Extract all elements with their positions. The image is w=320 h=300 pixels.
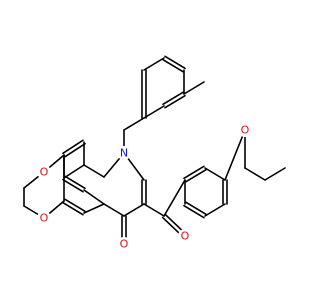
double-bond-line: [64, 175, 86, 190]
double-bond-line: [164, 94, 186, 109]
single-bond-line: [183, 81, 205, 95]
molecule-structure: N O O O O O: [23, 55, 286, 251]
single-bond-line: [163, 179, 186, 217]
double-bond-line: [185, 168, 207, 183]
double-bond-line: [64, 198, 86, 213]
atom-o-ether: O: [238, 123, 252, 137]
single-bond-line: [83, 189, 105, 205]
single-bond-line: [103, 203, 125, 217]
single-bond-line: [244, 167, 266, 181]
atom-o-ketone: O: [117, 237, 131, 251]
double-bond-line: [62, 139, 84, 155]
double-bond-line: [62, 178, 84, 193]
double-bond-line: [164, 55, 186, 70]
single-bond-line: [264, 167, 286, 181]
atom-label-o-carbonyl: O: [181, 230, 190, 243]
atom-o-ring2: O: [37, 211, 51, 225]
single-bond-line: [83, 203, 105, 214]
atom-label-o-ring2: O: [40, 212, 49, 225]
single-bond-line: [83, 164, 105, 178]
atom-label-o-ketone: O: [120, 238, 129, 251]
single-bond-line: [63, 164, 85, 179]
atom-o-ring1: O: [37, 165, 51, 179]
single-bond-line: [123, 117, 145, 131]
double-bond-line: [183, 204, 205, 219]
single-bond-line: [143, 105, 165, 119]
bond-layer: [23, 55, 286, 245]
single-bond-line: [143, 57, 165, 71]
single-bond-line: [143, 203, 165, 217]
double-bond-line: [183, 165, 205, 180]
single-bond-line: [204, 167, 226, 181]
single-bond-line: [123, 203, 145, 217]
single-bond-line: [224, 129, 246, 181]
atom-label-layer: N O O O O O: [37, 123, 252, 251]
single-bond-line: [204, 203, 226, 217]
double-bond-line: [185, 201, 207, 216]
double-bond-line: [62, 201, 84, 216]
atom-o-carbonyl: O: [178, 229, 192, 243]
double-bond-line: [162, 91, 184, 106]
double-bond-line: [162, 58, 184, 73]
atom-label-o-ether: O: [241, 124, 250, 137]
atom-label-o-ring1: O: [40, 166, 49, 179]
double-bond-line: [64, 142, 86, 158]
atom-n1: N: [117, 146, 131, 160]
atom-label-n1: N: [120, 147, 128, 160]
